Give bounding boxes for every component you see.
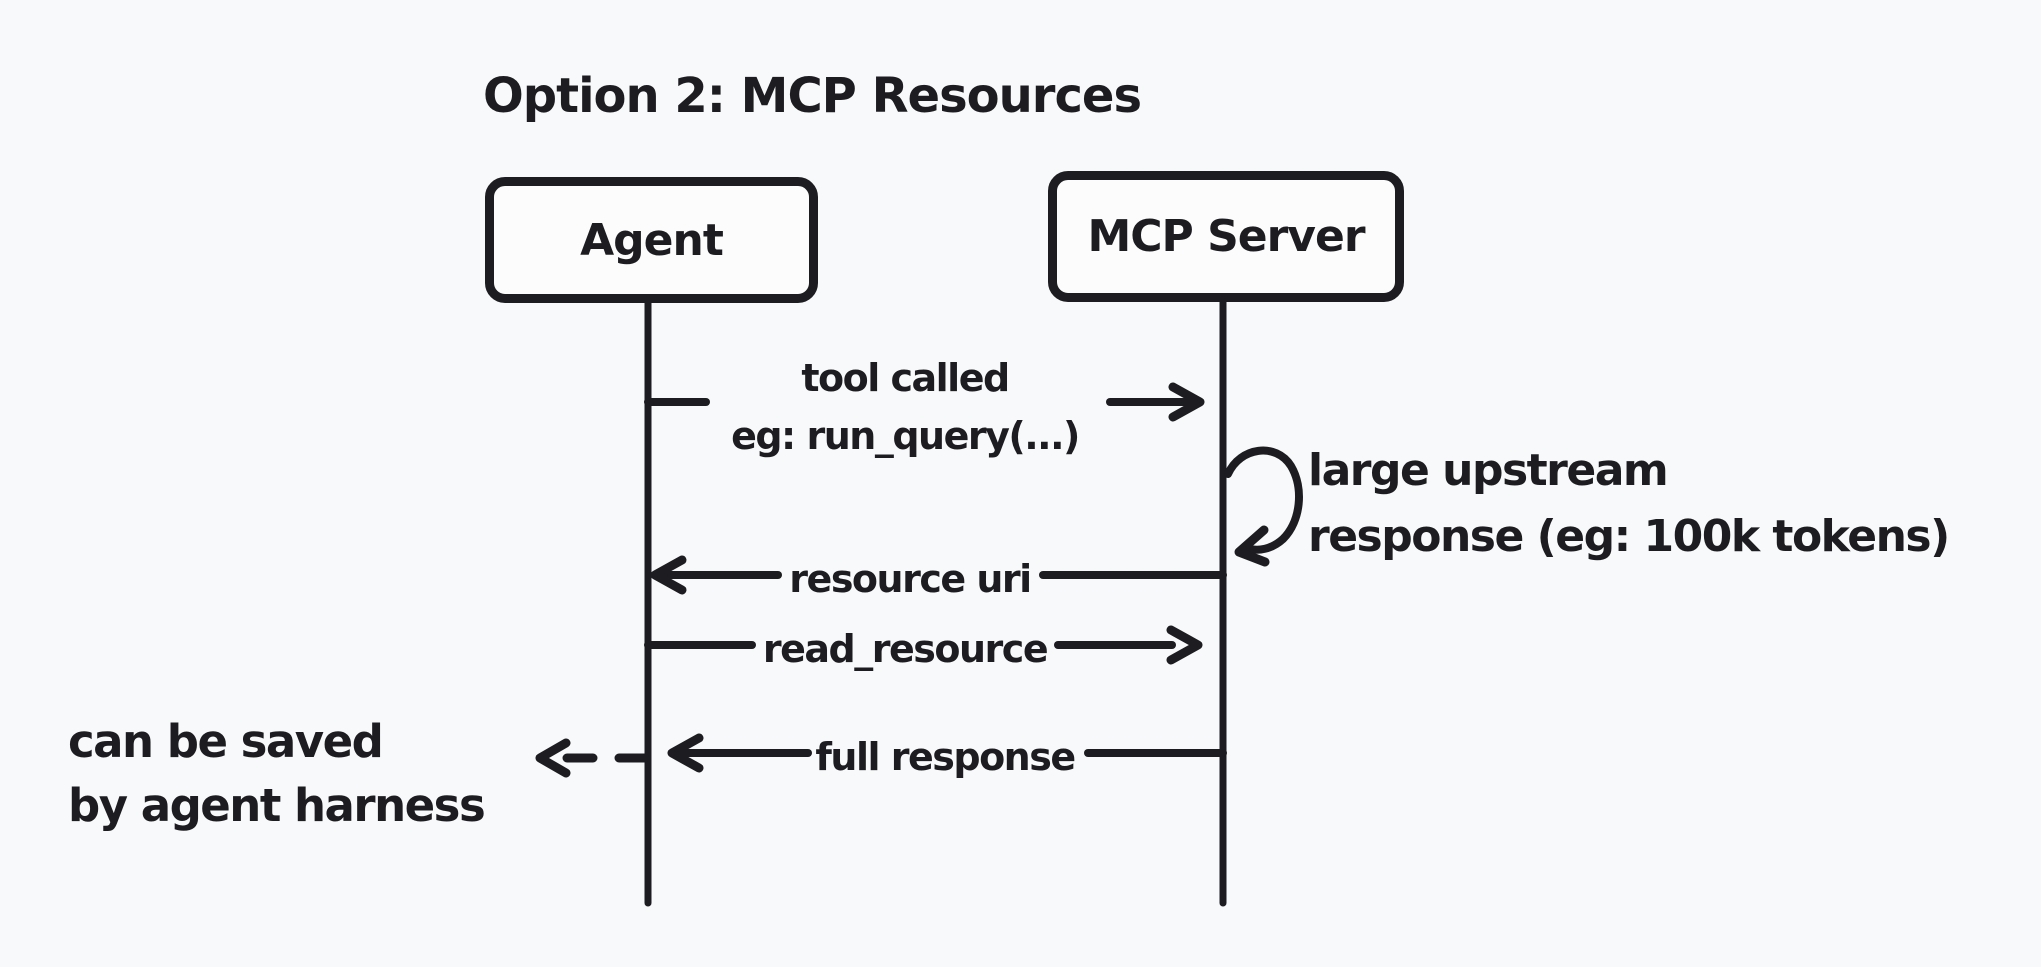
- self-loop-arrowhead-icon: [1234, 525, 1270, 567]
- tool-called-label-line2: eg: run_query(...): [731, 414, 1080, 458]
- large-upstream-label-line1: large upstream: [1308, 445, 1669, 496]
- full-response-label: full response: [815, 735, 1076, 779]
- actor-box-mcp-server: MCP Server: [1048, 171, 1404, 302]
- actor-box-agent: Agent: [485, 177, 818, 303]
- tool-called-arrowhead-icon: [1168, 382, 1205, 422]
- self-loop-arrow: [1224, 446, 1303, 554]
- diagram-title: Option 2: MCP Resources: [482, 68, 1142, 124]
- resource-uri-label: resource uri: [789, 557, 1032, 601]
- large-upstream-label-line2: response (eg: 100k tokens): [1308, 511, 1950, 562]
- save-harness-note: can be saved by agent harness: [68, 710, 486, 838]
- tool-called-label: tool called eg: run_query(...): [731, 349, 1080, 465]
- read-resource-label: read_resource: [762, 627, 1049, 671]
- large-upstream-label: large upstream response (eg: 100k tokens…: [1308, 438, 1950, 570]
- read-resource-arrowhead-icon: [1166, 625, 1203, 665]
- save-harness-note-line1: can be saved: [68, 715, 384, 768]
- full-response-arrowhead-icon: [667, 733, 704, 773]
- save-harness-note-line2: by agent harness: [68, 779, 486, 832]
- tool-called-label-line1: tool called: [801, 356, 1010, 400]
- actor-label-mcp-server: MCP Server: [1087, 211, 1365, 262]
- resource-uri-arrowhead-icon: [650, 555, 687, 595]
- save-dashed-arrowhead-icon: [535, 738, 571, 778]
- actor-label-agent: Agent: [580, 214, 724, 266]
